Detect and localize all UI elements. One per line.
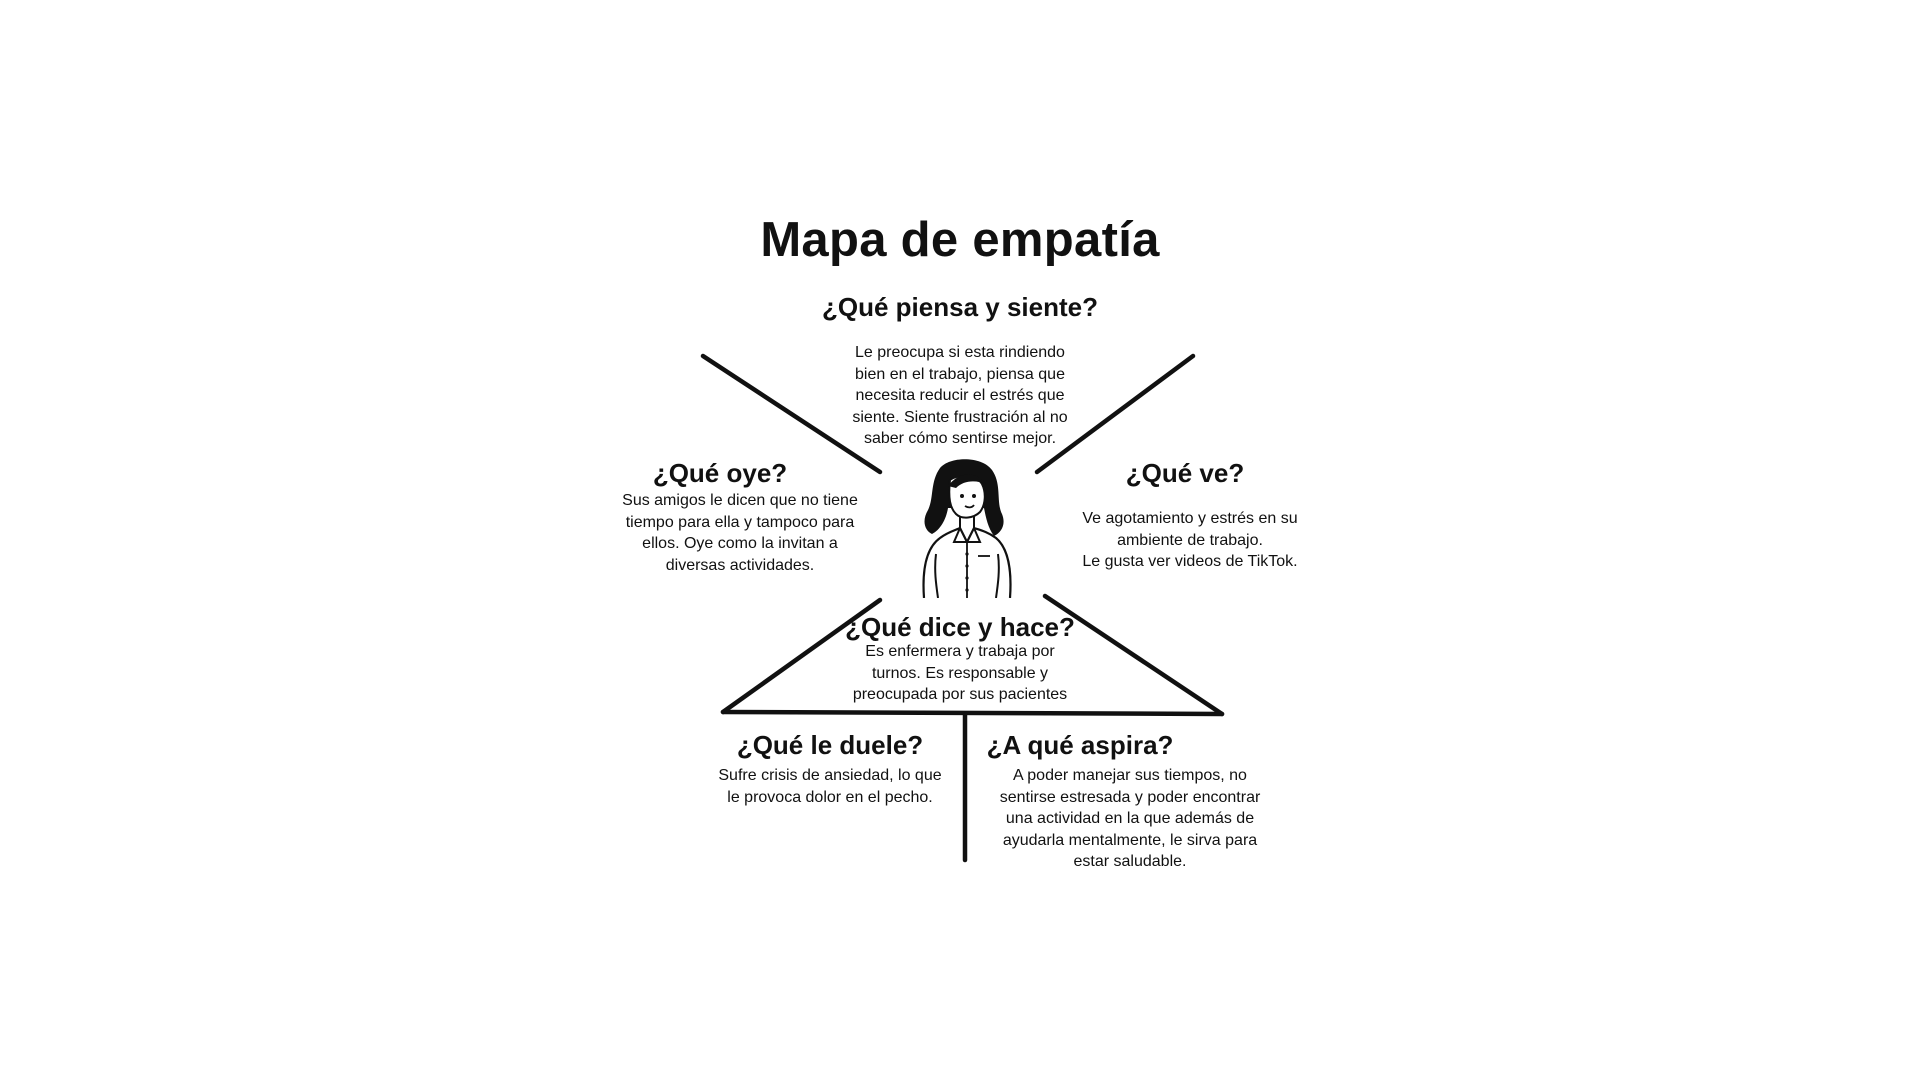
heading-aspira: ¿A qué aspira?: [986, 730, 1174, 760]
body-line: sentirse estresada y poder encontrar: [999, 788, 1261, 806]
body-line: Es enfermera y trabaja por: [865, 643, 1055, 660]
divider-bottom-right: [1042, 593, 1225, 717]
body-duele: Sufre crisis de ansiedad, lo que le prov…: [690, 765, 970, 808]
body-line: estar saludable.: [1073, 853, 1187, 870]
body-line: preocupada por sus pacientes: [852, 686, 1068, 703]
divider-top-right: [1034, 353, 1196, 475]
page-title: Mapa de empatía: [760, 213, 1160, 267]
body-line: turnos. Es responsable y: [871, 664, 1049, 682]
body-line: tiempo para ella y tampoco para: [625, 513, 855, 531]
body-line: ambiente de trabajo.: [1117, 531, 1263, 549]
body-line: Sus amigos le dicen que no tiene: [622, 492, 858, 509]
heading-oye: ¿Qué oye?: [652, 458, 788, 488]
body-line: ellos. Oye como la invitan a: [642, 535, 838, 552]
body-line: Sufre crisis de ansiedad, lo que: [718, 767, 942, 784]
body-line: Le gusta ver videos de TikTok.: [1082, 553, 1298, 570]
body-line: bien en el trabajo, piensa que: [855, 365, 1065, 383]
body-line: A poder manejar sus tiempos, no: [1013, 767, 1247, 784]
divider-horizontal: [720, 709, 1225, 717]
heading-duele: ¿Qué le duele?: [736, 730, 924, 760]
heading-piensa: ¿Qué piensa y siente?: [822, 292, 1098, 322]
divider-bottom-left: [720, 597, 883, 715]
body-line: ayudarla mentalmente, le sirva para: [1002, 831, 1258, 849]
body-line: necesita reducir el estrés que: [855, 387, 1065, 404]
divider-top-left: [700, 353, 883, 475]
heading-dice: ¿Qué dice y hace?: [845, 612, 1075, 642]
body-ve: Ve agotamiento y estrés en su ambiente d…: [1040, 508, 1340, 573]
body-line: le provoca dolor en el pecho.: [727, 788, 933, 806]
body-line: siente. Siente frustración al no: [852, 408, 1068, 426]
body-line: saber cómo sentirse mejor.: [863, 430, 1057, 447]
body-dice: Es enfermera y trabaja por turnos. Es re…: [820, 641, 1100, 706]
body-oye: Sus amigos le dicen que no tiene tiempo …: [590, 490, 890, 576]
heading-ve: ¿Qué ve?: [1125, 458, 1245, 488]
body-piensa: Le preocupa si esta rindiendo bien en el…: [810, 342, 1110, 450]
body-line: Le preocupa si esta rindiendo: [855, 344, 1065, 361]
body-aspira: A poder manejar sus tiempos, no sentirse…: [970, 765, 1290, 873]
body-line: una actividad en la que además de: [1005, 810, 1255, 827]
body-line: Ve agotamiento y estrés en su: [1082, 510, 1298, 527]
woman-avatar-icon: [922, 459, 1012, 598]
body-line: diversas actividades.: [665, 556, 815, 574]
